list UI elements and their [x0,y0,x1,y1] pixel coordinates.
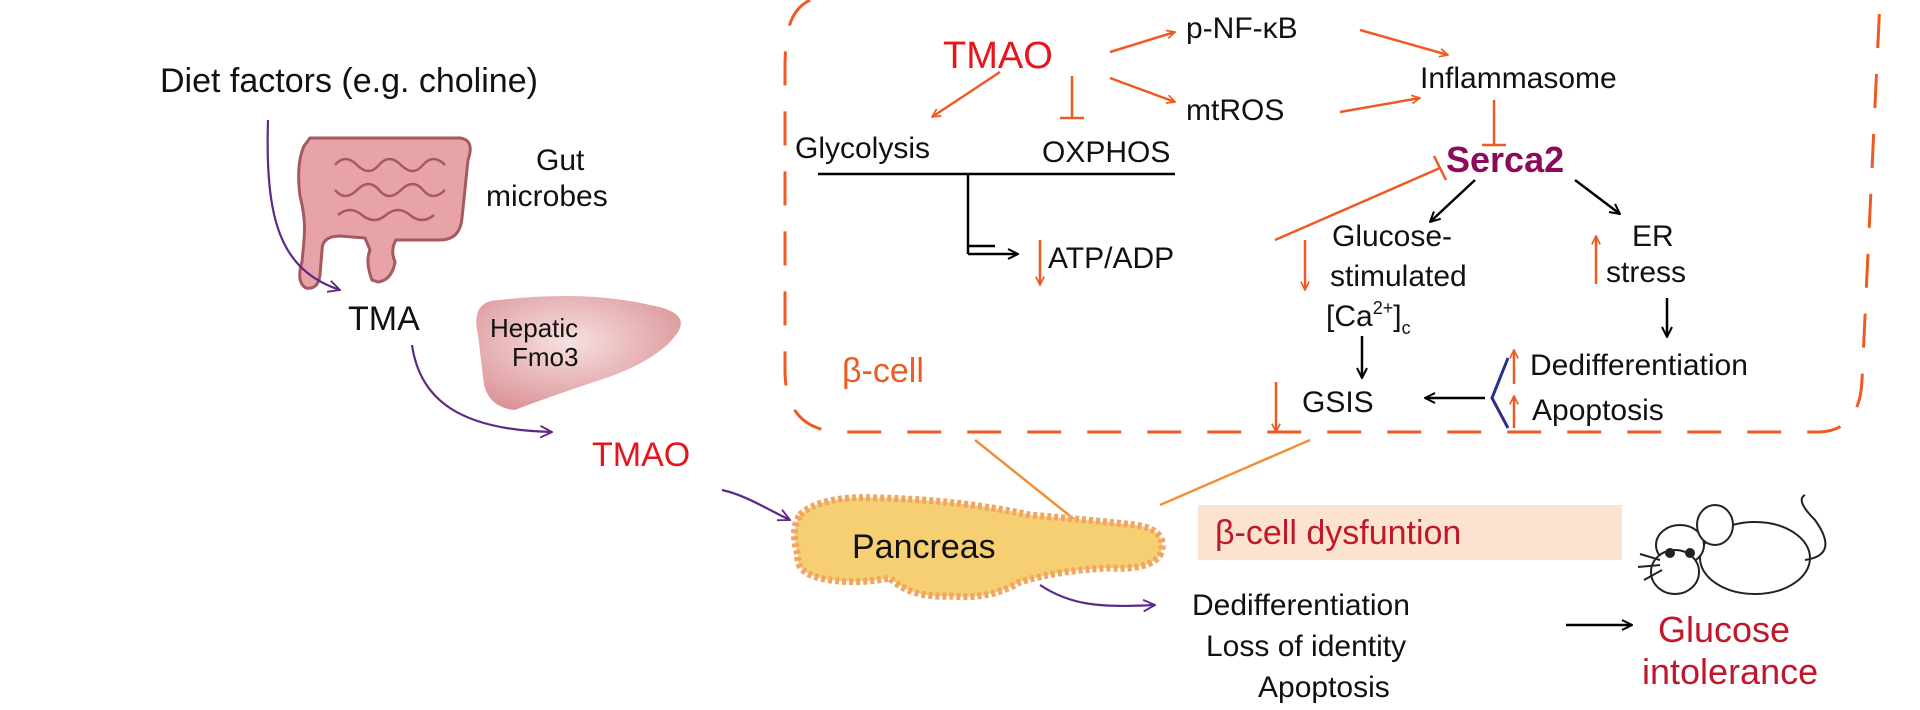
dysfunction-box [1198,505,1622,560]
hepatic-label-2: Fmo3 [512,342,578,372]
arrow-tmao-mtros [1109,76,1175,102]
tma-label: TMA [348,300,420,338]
hepatic-label-1: Hepatic [490,313,578,343]
liver-icon [476,296,681,410]
arrow-diet-to-tma [266,119,340,290]
pnfkb-label: p-NF-κB [1186,12,1298,45]
zoom-lines [974,438,1311,521]
outcome-loss-identity: Loss of identity [1206,630,1406,663]
arrow-pnfkb-inflammasome [1359,28,1448,55]
gsis-label: GSIS [1302,386,1374,419]
oxphos-label: OXPHOS [1042,136,1170,169]
glucose-stim-2: stimulated [1330,260,1467,293]
glycolysis-label: Glycolysis [795,132,930,165]
mtros-label: mtROS [1186,94,1284,127]
inhibit-inflammasome-serca2 [1482,100,1506,147]
tmao-left-label: TMAO [592,436,690,474]
glucose-intolerance-2: intolerance [1642,651,1818,692]
inflammasome-label: Inflammasome [1420,62,1617,95]
pancreas-icon [791,494,1166,601]
tmao-top-label: TMAO [943,35,1053,77]
arrow-tmao-pnfkb [1109,32,1175,54]
er-label-1: ER [1632,220,1674,253]
inhibit-atp-serca2 [1274,155,1448,242]
intestine-icon [297,136,472,290]
pancreas-label: Pancreas [852,528,996,566]
arrow-mtros-inflammasome [1339,98,1420,114]
gut-label-2: microbes [486,180,608,213]
mouse-icon [1637,494,1827,595]
beta-cell-border [783,0,1882,434]
arrow-tmao-glycolysis [932,70,1001,119]
dysfunction-label: β-cell dysfuntion [1215,514,1461,552]
arrow-serca2-er [1574,179,1620,214]
glucose-stim-1: Glucose- [1332,220,1452,253]
er-label-2: stress [1606,256,1686,289]
diet-factors-label: Diet factors (e.g. choline) [160,62,538,100]
arrow-serca2-glucose [1430,179,1476,222]
atpadp-label: ATP/ADP [1048,242,1174,275]
serca2-label: Serca2 [1446,139,1564,180]
beta-cell-label: β-cell [842,352,924,390]
glucose-intolerance-1: Glucose [1658,609,1790,650]
arrow-pancreas-to-outcome [1039,584,1155,606]
arrow-tmao-to-pancreas [721,488,790,520]
apoptosis-inner-label: Apoptosis [1532,394,1664,427]
outcome-dediff: Dedifferentiation [1192,589,1410,622]
inhibit-tmao-oxphos [1060,76,1084,120]
bracket-blue [1490,357,1510,429]
dediff-inner-label: Dedifferentiation [1530,349,1748,382]
arrow-tma-to-tmao [410,344,552,432]
gut-label-1: Gut [536,144,585,177]
calcium-label: [Ca2+]c [1326,298,1411,338]
outcome-apoptosis: Apoptosis [1258,671,1390,704]
bracket-atp [818,172,1175,254]
